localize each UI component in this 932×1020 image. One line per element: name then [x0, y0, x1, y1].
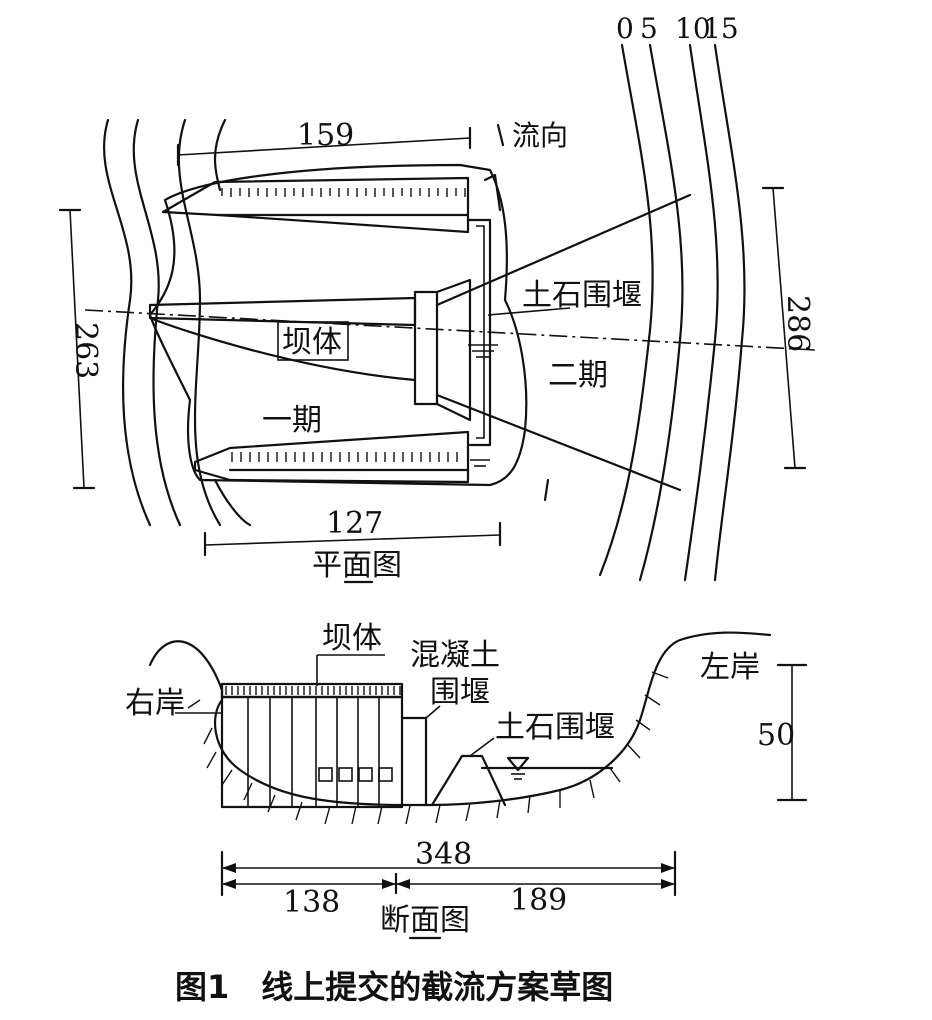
section-earth-cofferdam: [430, 754, 507, 807]
hatch-mark: [435, 804, 441, 824]
dim-label-50: 50: [757, 718, 795, 753]
flow-arrow-icon: [496, 123, 505, 147]
phase-two-label: 二期: [548, 358, 608, 393]
dimension-top: [176, 126, 472, 167]
section-dam-body: [220, 682, 404, 809]
dam-label-box: [277, 321, 349, 361]
hatch-mark: [187, 699, 201, 709]
plan-cofferdam-leader: [487, 307, 571, 316]
hatch-mark: [465, 802, 471, 822]
hatch-mark: [324, 805, 331, 825]
hatch-mark: [527, 794, 531, 814]
hatch-mark: [627, 744, 641, 759]
ground-hatching: [187, 671, 669, 825]
section-dam-label: 坝体: [322, 621, 382, 656]
hatch-mark: [295, 801, 303, 821]
plan-view: 0 5 10 15: [58, 12, 816, 584]
hatch-mark: [267, 794, 276, 813]
dimension-height: [776, 663, 808, 802]
hatch-mark: [377, 805, 383, 825]
concrete-label-line2: 围堰: [430, 675, 490, 710]
upper-guide-wall: [161, 176, 470, 234]
contour-lines-right-bank: [103, 118, 252, 527]
contour-label-5: 5: [640, 12, 658, 45]
figure-caption: 图1 线上提交的截流方案草图: [175, 968, 613, 1006]
concrete-label-line1: 混凝土: [410, 638, 500, 673]
water-level-symbol: [468, 344, 498, 467]
phase-one-label: 一期: [262, 403, 322, 438]
flow-arrow-lower-icon: [543, 478, 550, 502]
hatch-mark: [496, 799, 501, 819]
hatch-mark: [351, 805, 357, 825]
earth-leader: [469, 737, 495, 757]
contour-lines-left-bank: [598, 43, 746, 582]
concrete-leader: [425, 705, 441, 719]
contour-label-0: 0: [616, 12, 634, 45]
concrete-cofferdam: [400, 716, 428, 807]
dimension-total: [220, 850, 677, 897]
plan-view-title: 平面图: [312, 548, 402, 583]
section-view-title: 断面图: [380, 903, 470, 938]
hatch-mark: [405, 805, 411, 825]
dim-label-348: 348: [415, 837, 472, 872]
hatch-mark: [589, 779, 595, 799]
plan-dam-label: 坝体: [282, 325, 342, 360]
dimension-split: [222, 872, 675, 895]
axis-line-lower: [435, 393, 682, 492]
contour-label-15: 15: [703, 12, 739, 45]
dimension-left: [58, 208, 96, 490]
plan-cofferdam-label: 土石围堰: [522, 278, 642, 313]
section-earth-label: 土石围堰: [495, 710, 615, 745]
dim-label-263: 263: [68, 322, 103, 379]
left-bank-label: 左岸: [700, 650, 760, 685]
hatch-mark: [203, 727, 213, 745]
dimension-right: [761, 186, 807, 470]
hatch-mark: [651, 671, 669, 679]
dim-label-286: 286: [780, 295, 815, 352]
dim-label-189: 189: [510, 883, 567, 918]
flow-direction-label: 流向: [512, 119, 568, 152]
contour-label-10: 10: [675, 12, 711, 45]
hatch-mark: [221, 769, 233, 786]
axis-line-upper: [435, 193, 692, 307]
dimension-bottom: [203, 521, 502, 557]
hatch-mark: [609, 767, 621, 783]
lower-guide-wall: [193, 430, 470, 484]
right-bank-label: 右岸: [125, 686, 185, 721]
dam-axis-centerline: [84, 309, 816, 351]
section-view: 50 348 138 189 坝体 混凝土 围堰 土石围堰 右岸 左岸 断面图: [125, 621, 808, 940]
dim-label-159: 159: [297, 118, 354, 153]
dim-label-127: 127: [326, 506, 383, 541]
plan-earth-cofferdam: [466, 173, 502, 447]
hatch-mark: [635, 719, 651, 731]
water-level-triangle-icon: [506, 756, 530, 780]
hatch-mark: [206, 751, 217, 769]
hatch-mark: [644, 694, 661, 706]
dim-label-138: 138: [283, 885, 340, 920]
